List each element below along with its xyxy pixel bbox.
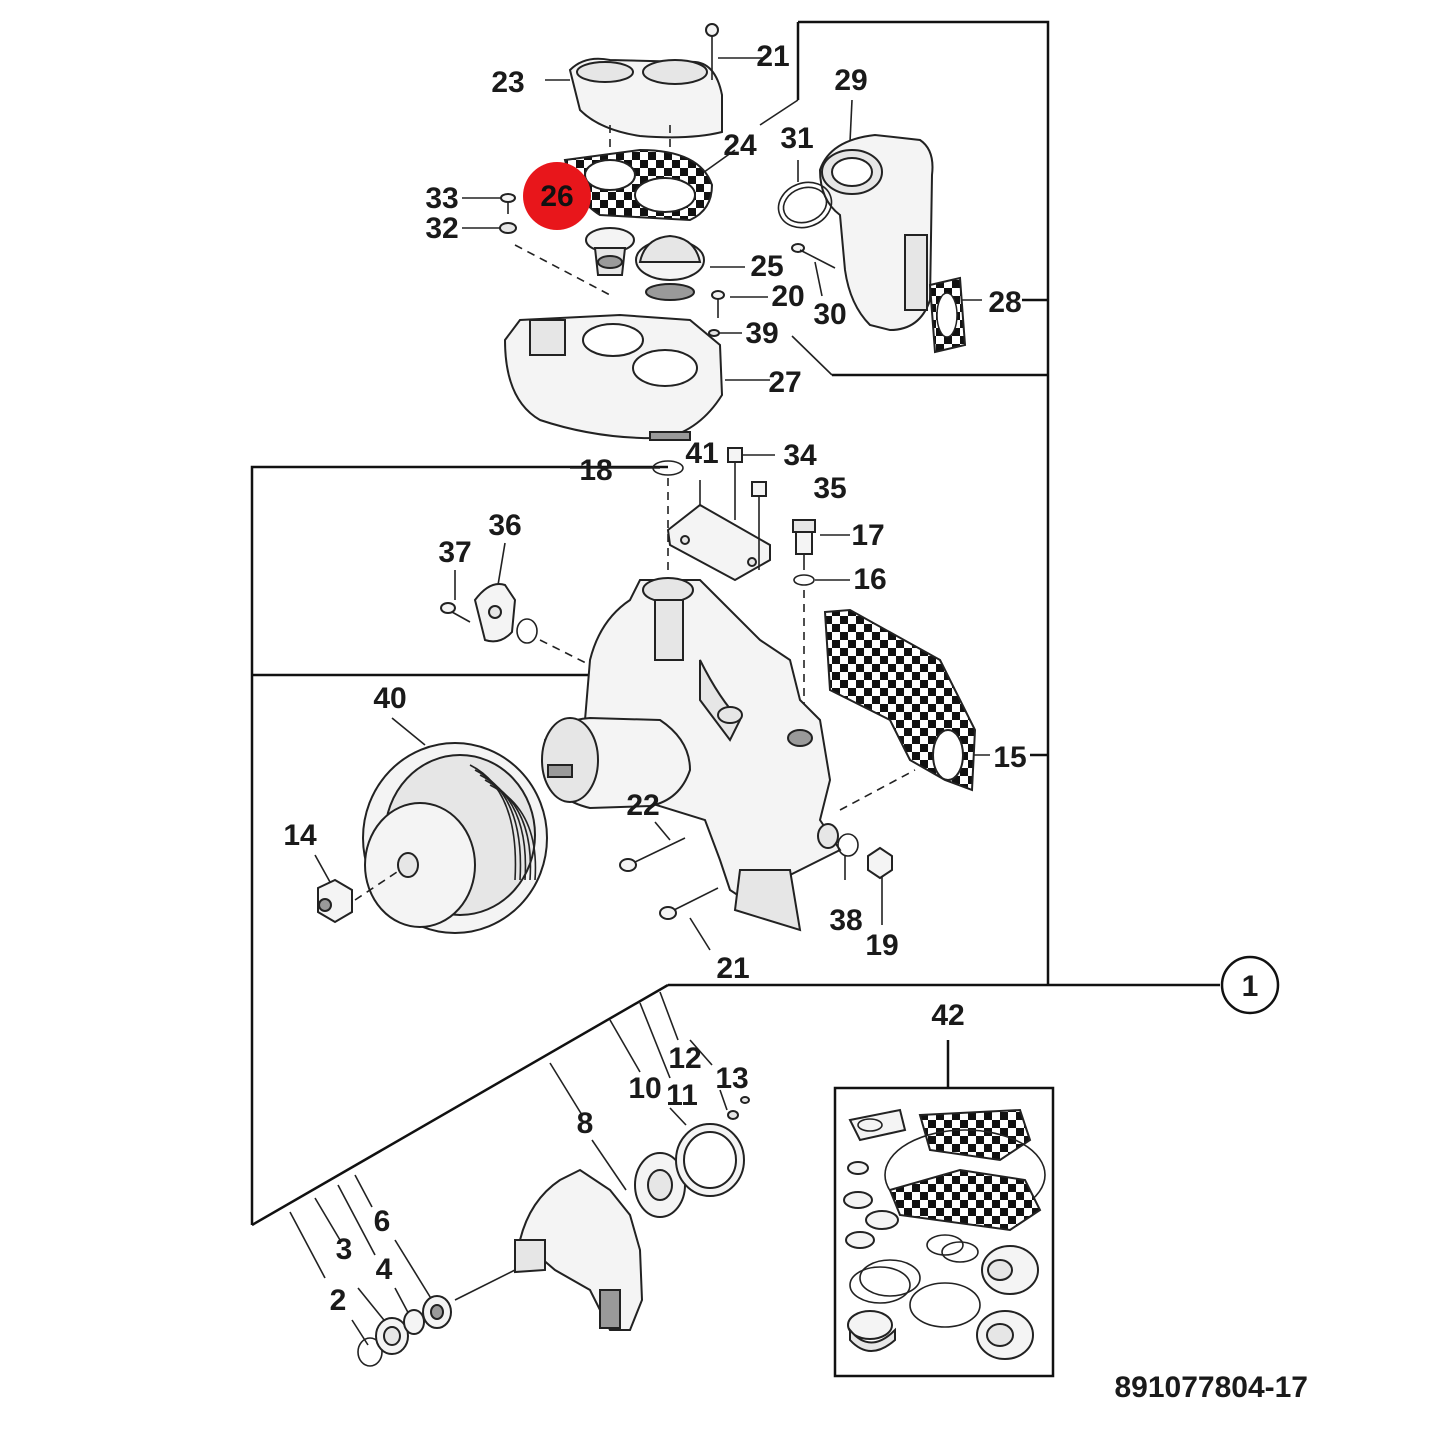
label-15[interactable]: 15 <box>993 741 1026 774</box>
label-21-lower[interactable]: 21 <box>716 952 749 985</box>
part-labels: 23 21 24 26 33 32 25 20 39 27 29 31 30 2… <box>283 40 1026 1317</box>
label-27[interactable]: 27 <box>768 366 801 399</box>
label-26[interactable]: 26 <box>540 180 573 213</box>
label-18[interactable]: 18 <box>579 454 612 487</box>
label-20[interactable]: 20 <box>771 280 804 313</box>
highlight-marker-26 <box>523 162 591 230</box>
label-35[interactable]: 35 <box>813 472 846 505</box>
bearing-6[interactable] <box>422 1295 452 1329</box>
thermostat-cover-23[interactable] <box>568 57 723 215</box>
o-ring-36[interactable] <box>516 618 538 644</box>
label-22[interactable]: 22 <box>626 789 659 822</box>
nut-14[interactable] <box>317 878 353 924</box>
gasket-15[interactable] <box>823 608 977 792</box>
plug-19[interactable] <box>867 846 893 880</box>
label-10[interactable]: 10 <box>628 1072 661 1105</box>
shaft[interactable] <box>454 1269 516 1301</box>
o-ring-18[interactable] <box>652 460 684 476</box>
label-11[interactable]: 11 <box>666 1079 698 1112</box>
label-2[interactable]: 2 <box>330 1284 347 1317</box>
thermostat-25[interactable] <box>635 234 705 301</box>
label-13[interactable]: 13 <box>715 1062 748 1095</box>
bolt-30[interactable] <box>791 243 836 269</box>
gasket-28[interactable] <box>928 276 967 354</box>
label-34[interactable]: 34 <box>783 439 817 472</box>
label-38[interactable]: 38 <box>829 904 862 937</box>
bolt-35[interactable] <box>751 481 767 570</box>
label-16[interactable]: 16 <box>853 563 886 596</box>
label-14[interactable]: 14 <box>283 819 317 852</box>
drawing-number: 891077804-17 <box>1114 1371 1308 1404</box>
label-21-top[interactable]: 21 <box>756 40 789 73</box>
kit-42-contents <box>843 1108 1046 1360</box>
washer-32[interactable] <box>499 222 517 234</box>
o-ring-31[interactable] <box>772 175 838 235</box>
label-41[interactable]: 41 <box>685 437 718 470</box>
sensor-17[interactable] <box>792 519 816 570</box>
label-31[interactable]: 31 <box>780 122 813 155</box>
group-bracket-lines <box>250 20 1220 1378</box>
label-23[interactable]: 23 <box>491 66 524 99</box>
cover-plate-41[interactable] <box>666 503 771 582</box>
washer-16[interactable] <box>793 574 815 586</box>
reference-callout-1[interactable]: 1 <box>1220 955 1280 1015</box>
gasket-24[interactable] <box>563 148 714 222</box>
pulley-grooves <box>469 764 537 881</box>
label-33[interactable]: 33 <box>425 182 458 215</box>
label-39[interactable]: 39 <box>745 317 778 350</box>
thermostat-housing-27[interactable] <box>503 313 724 441</box>
label-3[interactable]: 3 <box>336 1233 353 1266</box>
bolt-37[interactable] <box>440 602 471 623</box>
bolt-20[interactable] <box>711 290 725 318</box>
spacer-4[interactable] <box>403 1309 425 1335</box>
label-36[interactable]: 36 <box>488 509 521 542</box>
label-8[interactable]: 8 <box>577 1107 594 1140</box>
label-6[interactable]: 6 <box>374 1205 391 1238</box>
label-19[interactable]: 19 <box>865 929 898 962</box>
screw-33[interactable] <box>500 193 516 214</box>
leader-lines <box>289 57 990 1346</box>
label-42[interactable]: 42 <box>931 999 964 1032</box>
bolt-21-top[interactable] <box>705 23 719 80</box>
ring-11[interactable] <box>675 1123 745 1197</box>
water-pump-assembly-8[interactable] <box>514 1168 644 1331</box>
label-24[interactable]: 24 <box>723 129 757 162</box>
washer-38[interactable] <box>837 833 859 857</box>
label-12[interactable]: 12 <box>668 1042 701 1075</box>
label-17[interactable]: 17 <box>851 519 884 552</box>
bearing-3[interactable] <box>375 1317 409 1355</box>
bolt-21-lower[interactable] <box>659 887 719 920</box>
label-25[interactable]: 25 <box>750 250 783 283</box>
bolt-22[interactable] <box>619 837 686 872</box>
thermostat-26[interactable] <box>585 227 635 276</box>
label-40[interactable]: 40 <box>373 682 406 715</box>
label-29[interactable]: 29 <box>834 64 867 97</box>
seal-13[interactable] <box>740 1096 750 1104</box>
reference-callout-text: 1 <box>1242 970 1259 1003</box>
label-30[interactable]: 30 <box>813 298 846 331</box>
label-4[interactable]: 4 <box>376 1253 393 1286</box>
elbow-pipe-29[interactable] <box>818 133 934 332</box>
seal-12[interactable] <box>727 1110 739 1120</box>
washer-39[interactable] <box>708 329 720 337</box>
kit-42-frame <box>833 1086 1055 1378</box>
water-pump-body[interactable] <box>541 577 842 932</box>
label-32[interactable]: 32 <box>425 212 458 245</box>
bolt-34[interactable] <box>727 447 743 520</box>
label-37[interactable]: 37 <box>438 536 471 569</box>
ring-2[interactable] <box>357 1337 383 1367</box>
pulley-40[interactable] <box>362 742 548 934</box>
label-28[interactable]: 28 <box>988 286 1021 319</box>
cover-36[interactable] <box>473 583 517 643</box>
